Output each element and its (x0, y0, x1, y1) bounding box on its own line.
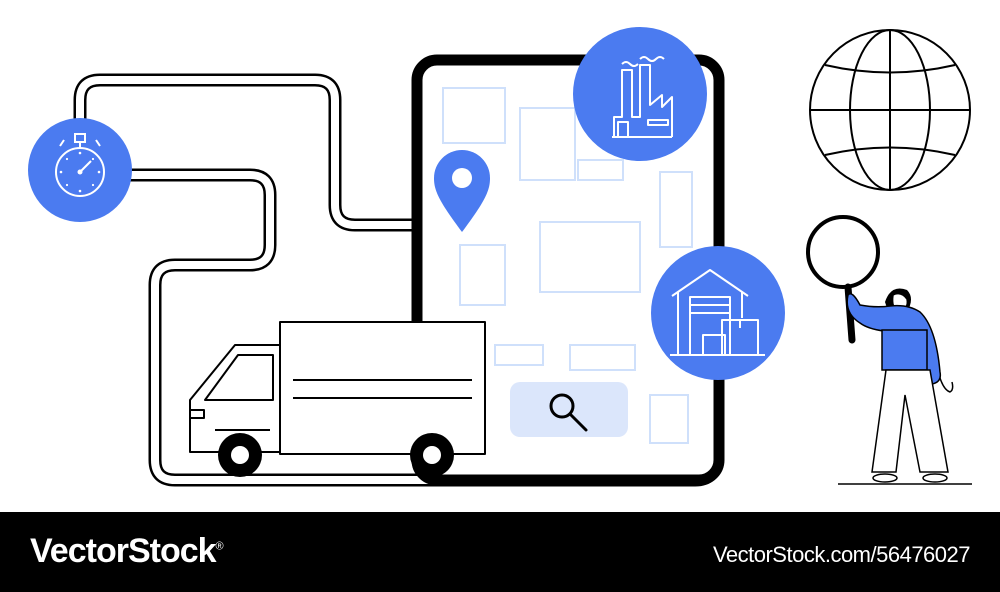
map-blocks (442, 87, 693, 444)
search-box[interactable] (510, 382, 628, 437)
truck-wheel (218, 433, 262, 477)
delivery-truck (189, 321, 486, 477)
map-pin-icon (434, 150, 490, 232)
map-device (411, 54, 725, 486)
search-icon (549, 393, 588, 432)
brand-name: VectorStock (30, 532, 217, 570)
registered-mark: ® (215, 540, 224, 553)
factory-icon (573, 27, 707, 161)
globe-icon (809, 29, 971, 191)
watermark-footer: VectorStock® VectorStock.com/56476027 (0, 512, 1000, 592)
person-with-magnifier (806, 215, 972, 485)
warehouse-icon (651, 246, 785, 380)
logistics-illustration (28, 27, 972, 487)
vectorstock-logo[interactable]: VectorStock® (30, 532, 224, 571)
truck-wheel (410, 433, 454, 477)
stopwatch-icon (28, 118, 132, 222)
image-reference: VectorStock.com/56476027 (712, 542, 971, 567)
